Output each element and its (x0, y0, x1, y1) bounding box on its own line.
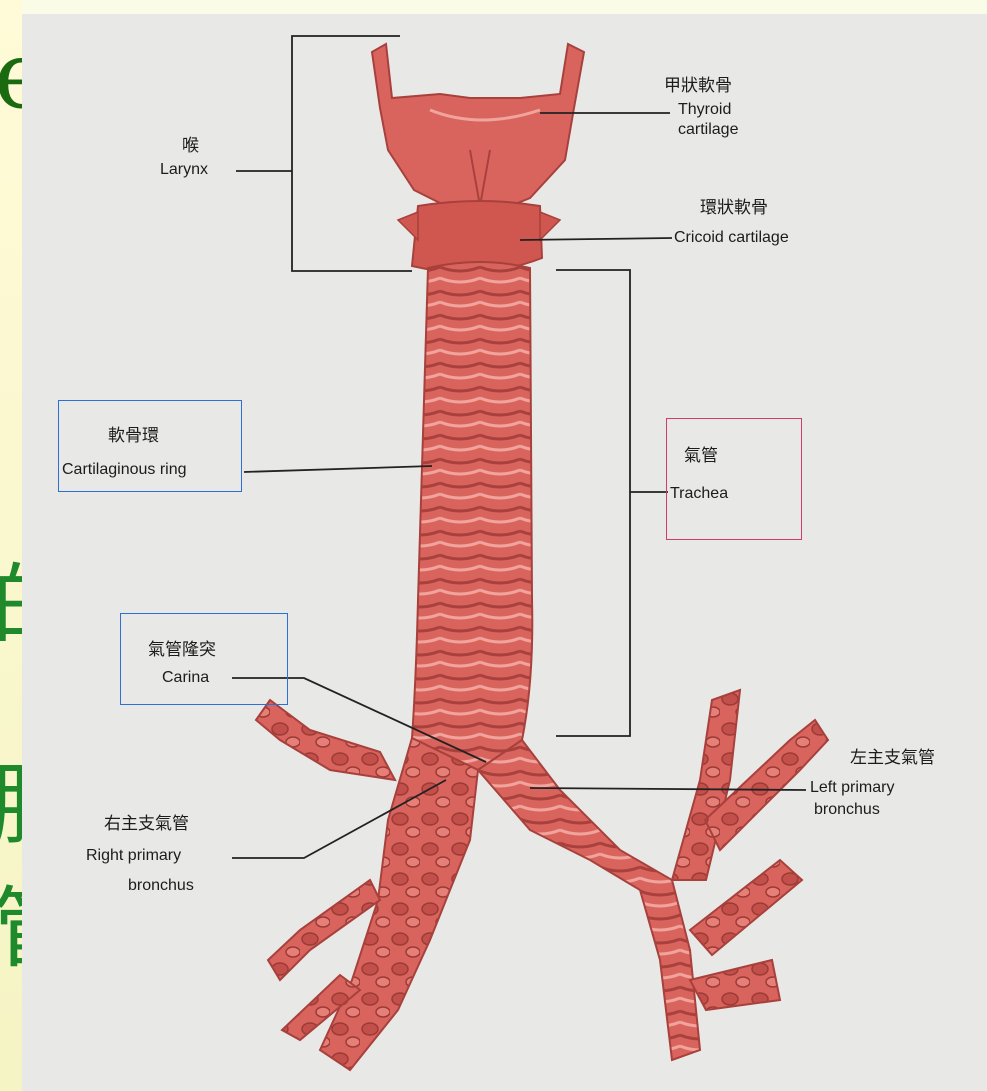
cricoid-leader (520, 238, 672, 240)
carina-label-en: Carina (162, 668, 209, 688)
left-bronchus-shape (478, 690, 828, 1060)
cricoid-label-zh: 環狀軟骨 (700, 198, 768, 218)
thyroid-label-zh: 甲狀軟骨 (664, 76, 732, 96)
thyroid-label-en1: Thyroid (678, 100, 731, 120)
cartilaginous-ring-label-zh: 軟骨環 (108, 426, 159, 446)
trachea-diagram: 甲狀軟骨 Thyroid cartilage 喉 Larynx 環狀軟骨 Cri… (22, 14, 987, 1091)
trachea-shape (412, 262, 532, 770)
trachea-bracket (556, 270, 630, 736)
right-bronchus-shape (256, 700, 478, 1070)
cricoid-label-en: Cricoid cartilage (674, 228, 789, 248)
trachea-label-en: Trachea (670, 484, 728, 504)
left-bronchus-label-en2: bronchus (814, 800, 880, 820)
trachea-highlight-box (666, 418, 802, 540)
larynx-label-en: Larynx (160, 160, 208, 180)
carina-label-zh: 氣管隆突 (148, 640, 216, 660)
trachea-label-zh: 氣管 (684, 446, 718, 466)
thyroid-label-en2: cartilage (678, 120, 738, 140)
left-bronchus-label-en1: Left primary (810, 778, 894, 798)
thyroid-cartilage-shape (372, 44, 584, 214)
right-bronchus-label-en1: Right primary (86, 846, 181, 866)
cartilaginous-ring-leader (244, 466, 432, 472)
right-bronchus-label-zh: 右主支氣管 (104, 814, 189, 834)
left-bronchus-label-zh: 左主支氣管 (850, 748, 935, 768)
cartilaginous-ring-label-en: Cartilaginous ring (62, 460, 187, 480)
right-bronchus-label-en2: bronchus (128, 876, 194, 896)
larynx-label-zh: 喉 (182, 136, 199, 156)
